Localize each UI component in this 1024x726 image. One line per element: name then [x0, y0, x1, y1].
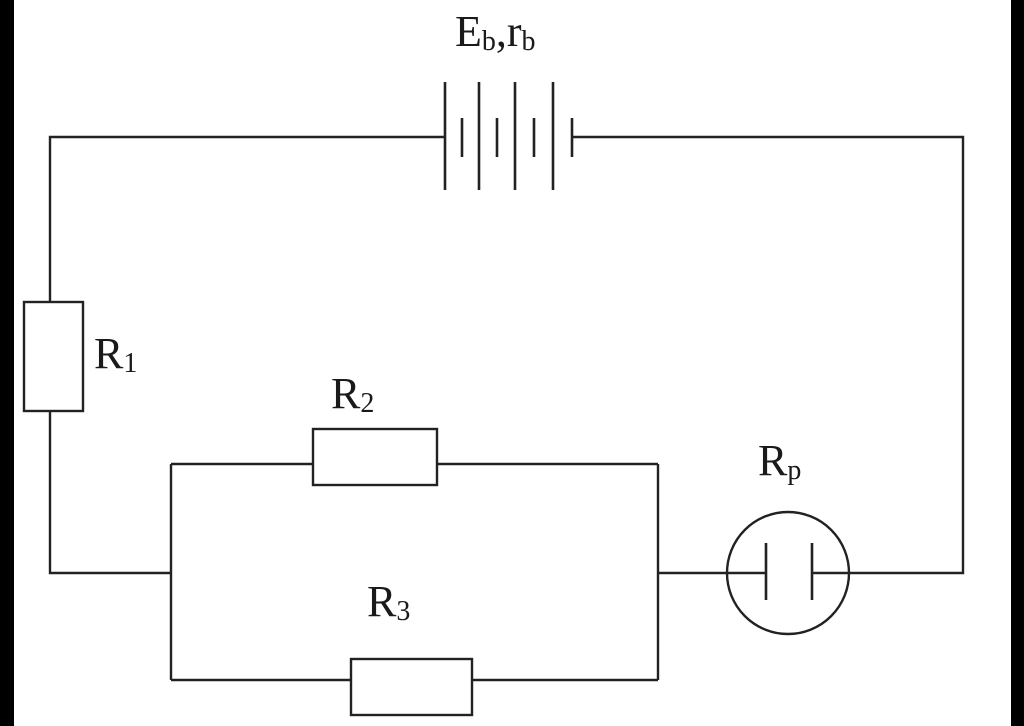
battery-symbol: [443, 82, 574, 190]
wire-top-right: [572, 135, 965, 575]
r1-label: R1: [94, 329, 137, 379]
battery-emf-subscript: b: [482, 26, 496, 57]
r2-symbol: R: [331, 369, 361, 418]
r2-subscript: 2: [360, 388, 374, 419]
wires: [48, 135, 965, 682]
rp-label: Rp: [758, 436, 801, 486]
r1-symbol: R: [94, 329, 124, 378]
resistor-r3: [349, 657, 474, 717]
battery-emf-symbol: E: [455, 7, 482, 56]
resistor-r1: [22, 300, 85, 413]
r3-label: R3: [367, 577, 410, 627]
r3-symbol: R: [367, 577, 397, 626]
rp-subscript: p: [787, 455, 801, 486]
rp-symbol: R: [758, 436, 788, 485]
r3-subscript: 3: [396, 596, 410, 627]
battery-resistance-subscript: b: [522, 26, 536, 57]
wire-left-bottom: [48, 411, 171, 575]
battery-label: Eb,rb: [455, 7, 536, 57]
r2-label: R2: [331, 369, 374, 419]
rp-element: [725, 510, 851, 636]
battery-resistance-symbol: r: [507, 7, 522, 56]
battery-separator: ,: [496, 7, 507, 56]
r1-subscript: 1: [123, 348, 137, 379]
wire-top-left: [48, 135, 445, 302]
diagram-canvas: [14, 0, 1011, 726]
resistor-r2: [311, 427, 439, 487]
